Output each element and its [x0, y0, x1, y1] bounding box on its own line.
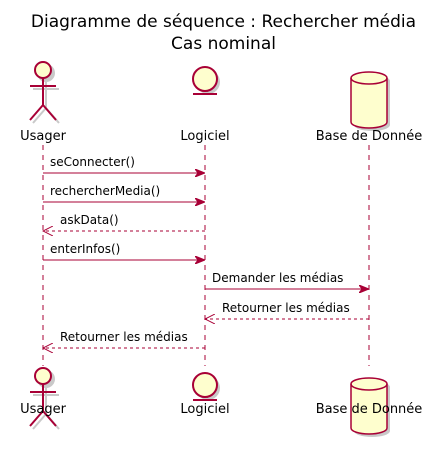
- database-icon-bottom: [350, 377, 390, 437]
- database-body: [350, 377, 388, 435]
- entity-icon-top: [192, 66, 220, 95]
- diagram-title-line1: Diagramme de séquence : Rechercher média: [30, 12, 417, 32]
- actor-right-leg: [42, 410, 57, 427]
- participant-label-bdd-bottom: Base de Donnée: [316, 402, 423, 417]
- actor-head: [34, 61, 52, 79]
- message-label-6: Retourner les médias: [222, 301, 350, 315]
- diagram-title-line2: Cas nominal: [171, 34, 276, 54]
- actor-figure: [29, 61, 57, 121]
- participant-label-logiciel-top: Logiciel: [180, 129, 229, 144]
- actor-icon-top: [29, 61, 60, 124]
- message-label-4: enterInfos(): [50, 242, 120, 256]
- entity-circle: [192, 66, 218, 92]
- database-body: [350, 71, 388, 129]
- message-label-2: rechercherMedia(): [50, 184, 160, 198]
- actor-right-leg: [42, 104, 57, 121]
- actor-left-leg: [32, 413, 47, 430]
- participant-label-logiciel-bottom: Logiciel: [180, 402, 229, 417]
- actor-left-leg: [29, 104, 44, 121]
- entity-circle: [192, 372, 218, 398]
- database-rim: [350, 77, 388, 85]
- actor-left-leg: [32, 107, 47, 124]
- actor-head: [34, 367, 52, 385]
- actor-figure: [29, 367, 57, 427]
- participant-label-usager-top: Usager: [20, 129, 67, 144]
- message-label-7: Retourner les médias: [60, 330, 188, 344]
- participant-label-bdd-top: Base de Donnée: [316, 129, 423, 144]
- database-icon-top: [350, 71, 390, 131]
- actor-icon-bottom: [29, 367, 60, 430]
- message-label-3: askData(): [60, 213, 119, 227]
- message-label-1: seConnecter(): [50, 155, 135, 169]
- actor-left-leg: [29, 410, 44, 427]
- database-rim: [350, 383, 388, 391]
- entity-icon-bottom: [192, 372, 220, 401]
- message-label-5: Demander les médias: [212, 271, 343, 285]
- participant-label-usager-bottom: Usager: [20, 402, 67, 417]
